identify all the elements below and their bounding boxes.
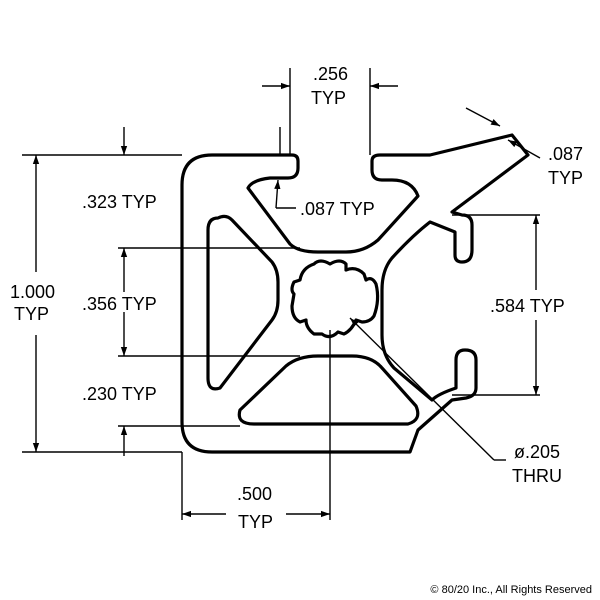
dim-wall-diag-unit: TYP bbox=[548, 168, 583, 188]
copyright-notice: © 80/20 Inc., All Rights Reserved bbox=[430, 584, 592, 596]
dim-lower-cavity: .230 TYP bbox=[82, 384, 157, 404]
dim-slot-opening-unit: TYP bbox=[311, 88, 346, 108]
dim-overall-unit: TYP bbox=[14, 304, 49, 324]
dim-half-width-unit: TYP bbox=[238, 512, 273, 532]
dim-bore-note: THRU bbox=[512, 466, 562, 486]
dim-bore-value: ø.205 bbox=[514, 442, 560, 462]
cavity-left bbox=[206, 214, 280, 391]
dim-upper-cavity: .323 TYP bbox=[82, 192, 157, 212]
dim-slot-opening-value: .256 bbox=[313, 64, 348, 84]
dim-overall-value: 1.000 bbox=[10, 282, 55, 302]
dim-slot-spacing: .584 TYP bbox=[490, 296, 565, 316]
dim-wall-diag-value: .087 bbox=[548, 144, 583, 164]
dim-wall-top: .087 TYP bbox=[300, 199, 375, 219]
dim-half-width-value: .500 bbox=[237, 484, 272, 504]
cavity-bottom bbox=[237, 354, 420, 426]
dim-core: .356 TYP bbox=[82, 294, 157, 314]
